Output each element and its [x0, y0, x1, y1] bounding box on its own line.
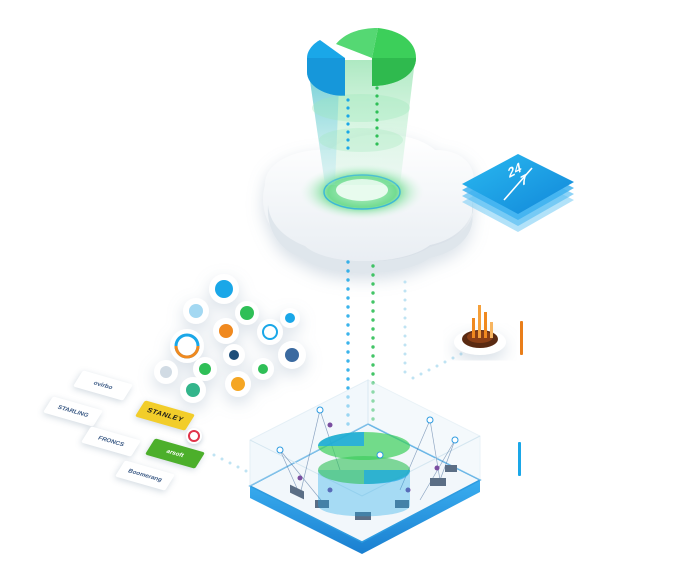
brand-label: ovirbo — [92, 380, 114, 391]
calendar-24-7-icon — [462, 154, 574, 232]
brand-label: Boomerang — [126, 468, 164, 483]
analytics-orb-icon — [454, 305, 523, 355]
app-icon-grid — [154, 274, 306, 403]
accent-bar-blue — [518, 442, 521, 476]
brand-label: STANLEY — [145, 407, 185, 424]
cylinder-icon — [307, 28, 416, 185]
brand-label: arsoft — [165, 448, 185, 459]
office-floor-icon — [248, 379, 482, 554]
brand-label: FRONCS — [96, 435, 126, 448]
brand-label: STARLING — [56, 404, 90, 419]
brand-badge-red — [186, 428, 202, 444]
